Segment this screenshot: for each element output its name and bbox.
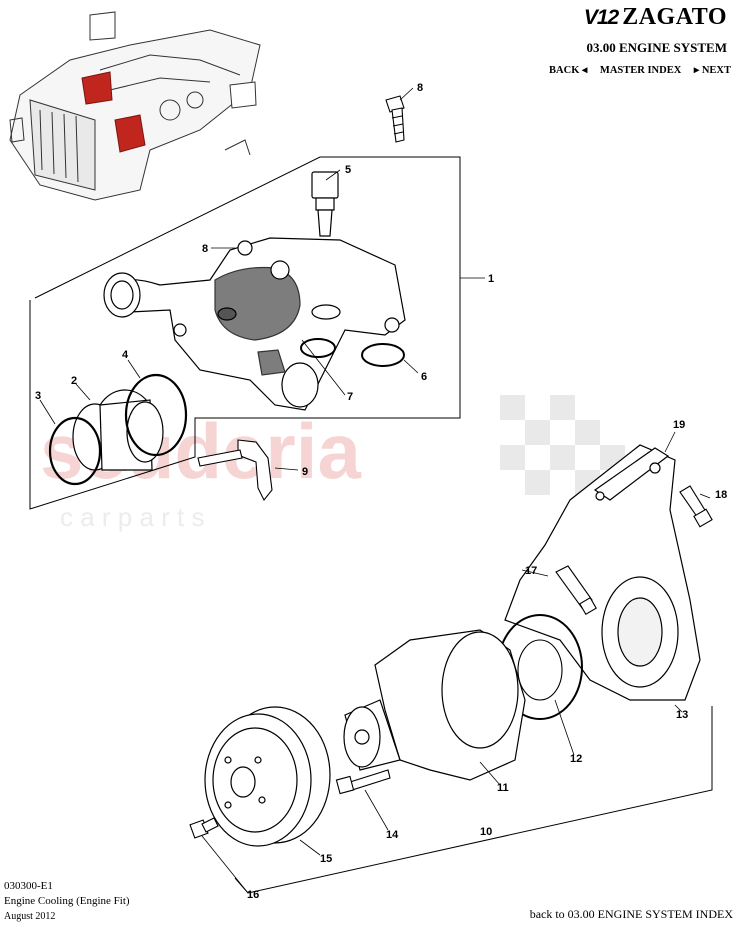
back-to-index-link[interactable]: back to 03.00 ENGINE SYSTEM INDEX [529,907,733,921]
watermark-flag [500,395,650,495]
nav-back-link[interactable]: BACK ◂ [549,65,588,76]
callout-17: 17 [525,565,537,577]
callout-5: 5 [345,164,351,176]
o-ring-7 [300,338,336,358]
engine-overview [9,11,261,201]
callout-6: 6 [421,371,427,383]
bolt-8-top [385,95,405,143]
callout-8-top: 8 [417,82,423,94]
bolt-16 [189,817,219,839]
callout-11: 11 [497,782,509,794]
nav-next-link[interactable]: ▸ NEXT [693,65,731,76]
callout-7: 7 [347,391,353,403]
callout-1: 1 [488,273,494,285]
seal-3 [48,416,102,486]
callout-8-side: 8 [202,243,208,255]
water-pump [343,629,526,781]
bracket-9 [197,439,273,502]
pump-housing [504,444,701,701]
nav-bar: BACK ◂ MASTER INDEX ▸ NEXT [539,64,731,76]
thermostat [72,389,164,471]
callout-15: 15 [320,853,332,865]
callout-3: 3 [35,390,41,402]
o-ring-6 [361,343,405,367]
callout-14: 14 [386,829,399,841]
callouts: 5 8 8 1 6 7 4 2 3 9 19 18 17 13 12 11 10… [35,82,727,901]
bolt-18 [679,485,713,528]
leader-lines [39,87,711,894]
thermostat-housing [103,237,406,411]
brand-v12: V12 [583,6,619,29]
seal-4 [124,373,188,457]
brand-name: ZAGATO [622,4,727,30]
callout-19: 19 [673,419,685,431]
diagram-title: Engine Cooling (Engine Fit) [4,895,130,907]
upper-assembly-frame [29,156,461,510]
callout-18: 18 [715,489,727,501]
callout-2: 2 [71,375,77,387]
callout-4: 4 [122,349,129,361]
callout-12: 12 [570,753,582,765]
section-title: 03.00 ENGINE SYSTEM [586,40,728,55]
callout-9: 9 [302,466,308,478]
callout-10: 10 [480,826,492,838]
callout-16: 16 [247,889,259,901]
pulley [204,706,331,847]
pump-seal [517,639,563,701]
bolt-17 [555,565,597,615]
watermark-sub: c a r p a r t s [60,502,205,532]
temperature-sensor [311,171,339,237]
callout-13: 13 [676,709,688,721]
diagram-date: August 2012 [4,911,56,922]
bolt-14 [335,769,391,795]
nav-master-index-link[interactable]: MASTER INDEX [599,65,682,76]
diagram-code: 030300-E1 [4,880,53,892]
